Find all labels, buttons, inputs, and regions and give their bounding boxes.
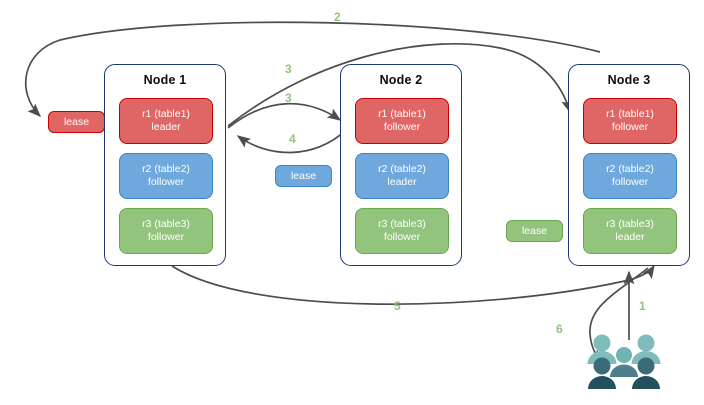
node-box-node3[interactable]: Node 3 r1 (table1) follower r2 (table2) … <box>568 64 690 266</box>
replica-node3-r2[interactable]: r2 (table2) follower <box>583 153 677 199</box>
lease-label: lease <box>290 170 317 182</box>
replica-node3-r1[interactable]: r1 (table1) follower <box>583 98 677 144</box>
replica-name: r2 (table2) <box>378 162 426 175</box>
replica-node1-r1[interactable]: r1 (table1) leader <box>119 98 213 144</box>
edge-step-2 <box>24 21 601 117</box>
lease-box-table3[interactable]: lease <box>506 220 563 242</box>
replica-role: follower <box>611 121 649 133</box>
step-label-2: 2 <box>334 10 341 24</box>
replica-role: follower <box>147 231 185 243</box>
lease-label: lease <box>63 116 90 128</box>
step-label-5: 5 <box>394 299 401 313</box>
node-title: Node 3 <box>607 73 651 87</box>
edge-step-3-lower <box>227 102 342 129</box>
replica-node1-r3[interactable]: r3 (table3) follower <box>119 208 213 254</box>
replica-role: follower <box>147 176 185 188</box>
replica-role: leader <box>151 121 181 133</box>
step-label-6: 6 <box>556 322 563 336</box>
replica-role: follower <box>383 121 421 133</box>
lease-label: lease <box>521 225 548 237</box>
replica-role: follower <box>383 231 421 243</box>
replica-role: leader <box>387 176 417 188</box>
lease-box-table2[interactable]: lease <box>275 165 332 187</box>
replica-node3-r3[interactable]: r3 (table3) leader <box>583 208 677 254</box>
edge-step-3-upper <box>227 43 572 127</box>
replica-node2-r2[interactable]: r2 (table2) leader <box>355 153 449 199</box>
step-label-3-upper: 3 <box>285 62 292 76</box>
people-icon <box>587 334 661 389</box>
replica-name: r3 (table3) <box>142 217 190 230</box>
replica-name: r3 (table3) <box>606 217 654 230</box>
edge-step-4 <box>236 129 347 154</box>
replica-name: r2 (table2) <box>142 162 190 175</box>
node-box-node2[interactable]: Node 2 r1 (table1) follower r2 (table2) … <box>340 64 462 266</box>
step-label-3-lower: 3 <box>285 91 292 105</box>
replica-role: leader <box>615 231 645 243</box>
replica-node2-r1[interactable]: r1 (table1) follower <box>355 98 449 144</box>
step-label-4: 4 <box>289 132 296 146</box>
replica-role: follower <box>611 176 649 188</box>
replica-name: r2 (table2) <box>606 162 654 175</box>
step-label-1: 1 <box>639 299 646 313</box>
replica-node2-r3[interactable]: r3 (table3) follower <box>355 208 449 254</box>
replica-name: r1 (table1) <box>378 107 426 120</box>
node-title: Node 2 <box>379 73 423 87</box>
lease-box-table1[interactable]: lease <box>48 111 105 133</box>
node-title: Node 1 <box>143 73 187 87</box>
edge-step-5 <box>171 264 655 306</box>
replica-name: r1 (table1) <box>142 107 190 120</box>
replica-node1-r2[interactable]: r2 (table2) follower <box>119 153 213 199</box>
replica-name: r1 (table1) <box>606 107 654 120</box>
replica-name: r3 (table3) <box>378 217 426 230</box>
node-box-node1[interactable]: Node 1 r1 (table1) leader r2 (table2) fo… <box>104 64 226 266</box>
